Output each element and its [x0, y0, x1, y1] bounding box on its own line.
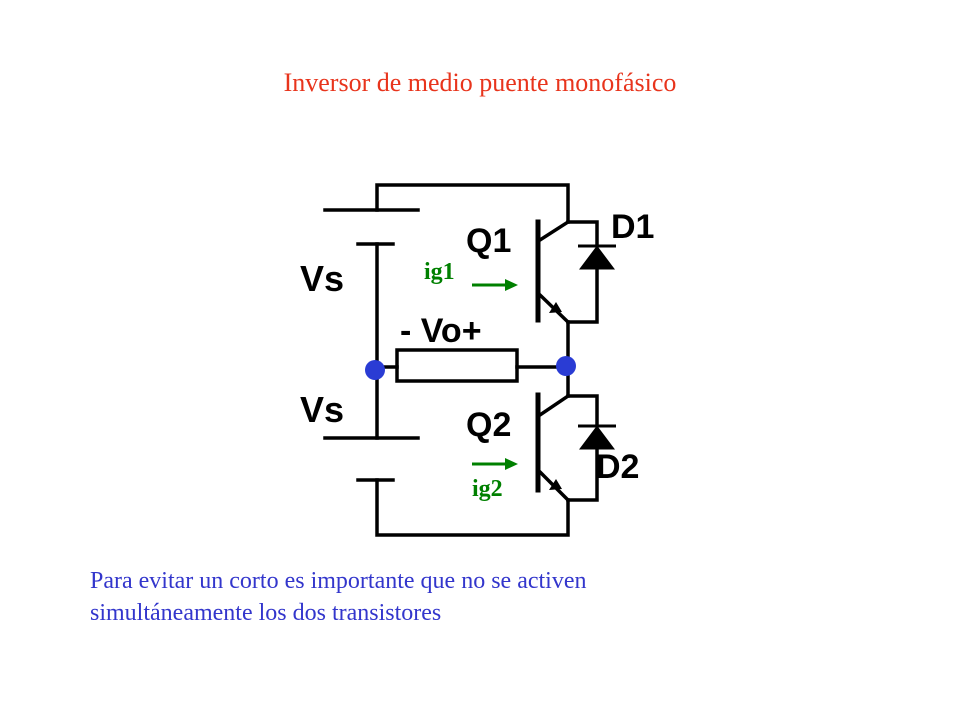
d2-top-wire — [566, 394, 599, 426]
output-voltage-label: - Vo+ — [400, 312, 482, 350]
d1-top-wire — [566, 220, 599, 245]
warning-note: Para evitar un corto es importante que n… — [90, 565, 850, 629]
source-top-label: Vs — [300, 258, 344, 299]
bottom-rail-wire — [375, 478, 570, 537]
gate-ig2-label: ig2 — [472, 476, 503, 502]
gate-arrow-ig2 — [472, 458, 518, 470]
q2-collector — [537, 393, 571, 418]
d2-bottom-wire — [566, 446, 599, 502]
warning-note-line-2: simultáneamente los dos transistores — [90, 600, 442, 626]
top-rail-wire — [375, 183, 570, 224]
warning-note-line-1: Para evitar un corto es importante que n… — [90, 568, 587, 594]
d1-bottom-wire — [566, 266, 599, 324]
page-title: Inversor de medio puente monofásico — [283, 68, 677, 97]
load-resistor — [395, 348, 519, 383]
diode-d2-symbol — [578, 424, 616, 450]
diode-d1-symbol — [578, 244, 616, 270]
transistor-q1-label: Q1 — [466, 222, 511, 260]
node-right-midpoint — [556, 356, 576, 376]
transistor-q2-label: Q2 — [466, 406, 511, 444]
q1-collector — [537, 219, 571, 243]
node-left-midpoint — [365, 360, 385, 380]
gate-arrow-ig1 — [472, 279, 518, 291]
diode-d1-label: D1 — [611, 208, 654, 246]
q1-emitter-arrow — [549, 302, 562, 313]
diode-d2-label: D2 — [596, 448, 639, 486]
q2-emitter-arrow — [549, 479, 562, 490]
source-bottom-label: Vs — [300, 389, 344, 430]
gate-ig1-label: ig1 — [424, 259, 455, 285]
